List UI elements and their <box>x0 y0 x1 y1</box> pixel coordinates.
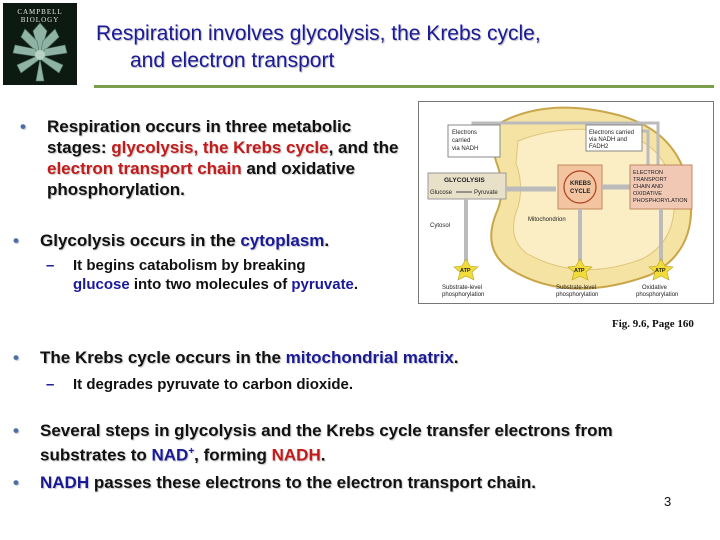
glycolysis-label: GLYCOLYSIS <box>444 177 485 184</box>
title-line-1: Respiration involves glycolysis, the Kre… <box>96 22 541 45</box>
highlight-cytoplasm: cytoplasm <box>240 231 325 250</box>
etc-line-4: OXIDATIVE <box>633 191 662 197</box>
mitochondrion-label: Mitochondrion <box>528 217 566 223</box>
highlight-glycolysis-krebs: glycolysis, the Krebs cycle <box>111 138 329 157</box>
box1-line-3: via NADH <box>452 146 478 152</box>
pyruvate-label: Pyruvate <box>474 190 498 196</box>
phos-2-line-1: Substrate-level <box>556 285 596 291</box>
etc-line-2: TRANSPORT <box>633 177 667 183</box>
atp-star-1: ATP <box>453 258 479 281</box>
phos-2-line-2: phosphorylation <box>556 292 598 298</box>
bullet-1: • Respiration occurs in three metabolic … <box>20 117 399 199</box>
dash-marker: – <box>46 257 55 274</box>
highlight-pyruvate: pyruvate <box>291 276 354 293</box>
nad-superscript: + <box>188 446 195 457</box>
dash-marker: – <box>46 376 55 393</box>
etc-line-1: ELECTRON <box>633 170 663 176</box>
book-cover-logo: CAMPBELL BIOLOGY <box>3 3 77 85</box>
box2-line-2: via NADH and <box>589 137 627 143</box>
highlight-nadh-2: NADH <box>40 473 90 492</box>
bullet-marker: • <box>13 348 19 367</box>
atp-star-2: ATP <box>567 258 593 281</box>
box1-line-1: Electrons <box>452 130 477 136</box>
logo-title: CAMPBELL BIOLOGY <box>17 8 63 24</box>
bullet-2: • Glycolysis occurs in the cytoplasm. <box>13 231 330 250</box>
krebs-line-1: KREBS <box>570 181 591 187</box>
phos-1-line-1: Substrate-level <box>442 285 482 291</box>
bullet-marker: • <box>20 117 26 136</box>
title-line-2: and electron transport <box>130 49 335 72</box>
bullet-marker: • <box>13 231 19 250</box>
glucose-label: Glucose <box>430 190 453 196</box>
etc-line-5: PHOSPHORYLATION <box>633 198 688 204</box>
krebs-line-2: CYCLE <box>570 189 590 195</box>
cytosol-label: Cytosol <box>430 223 450 229</box>
svg-text:ATP: ATP <box>655 268 666 274</box>
bullet-3: • The Krebs cycle occurs in the mitochon… <box>13 348 459 367</box>
krebs-box <box>557 164 603 210</box>
slide-title: Respiration involves glycolysis, the Kre… <box>96 20 696 74</box>
highlight-nad: NAD <box>151 445 189 465</box>
highlight-glucose: glucose <box>73 276 130 293</box>
svg-text:ATP: ATP <box>460 268 471 274</box>
title-divider <box>94 85 714 88</box>
etc-line-3: CHAIN AND <box>633 184 663 190</box>
krebs-cycle-circle <box>563 170 597 204</box>
bullet-4: • Several steps in glycolysis and the Kr… <box>13 421 613 465</box>
nadh-box-krebs <box>585 124 643 152</box>
phos-1-line-2: phosphorylation <box>442 292 484 298</box>
succulent-plant-icon <box>12 22 68 82</box>
bullet-marker: • <box>13 421 19 440</box>
box2-line-3: FADH2 <box>589 144 609 150</box>
box1-line-2: carried <box>452 138 470 144</box>
nadh-box-glycolysis <box>447 124 501 158</box>
page-number: 3 <box>664 494 672 509</box>
phos-3-line-2: phosphorylation <box>636 292 678 298</box>
highlight-nadh: NADH <box>271 445 321 465</box>
etc-box <box>629 164 693 210</box>
bullet-5: • NADH passes these electrons to the ele… <box>13 473 536 492</box>
sub-bullet-3: – It degrades pyruvate to carbon dioxide… <box>46 376 354 393</box>
respiration-overview-figure: Electrons carried via NADH Electrons car… <box>418 101 714 304</box>
box2-line-1: Electrons carried <box>589 130 634 136</box>
atp-star-3: ATP <box>648 258 674 281</box>
glycolysis-box <box>427 172 507 200</box>
highlight-etc: electron transport chain <box>47 159 242 178</box>
bullet-marker: • <box>13 473 19 492</box>
sub-bullet-2: – It begins catabolism by breaking gluco… <box>46 257 359 293</box>
phos-3-line-1: Oxidative <box>642 285 668 291</box>
svg-text:ATP: ATP <box>574 268 585 274</box>
figure-caption: Fig. 9.6, Page 160 <box>612 318 694 330</box>
highlight-mito-matrix: mitochondrial matrix <box>285 348 454 367</box>
